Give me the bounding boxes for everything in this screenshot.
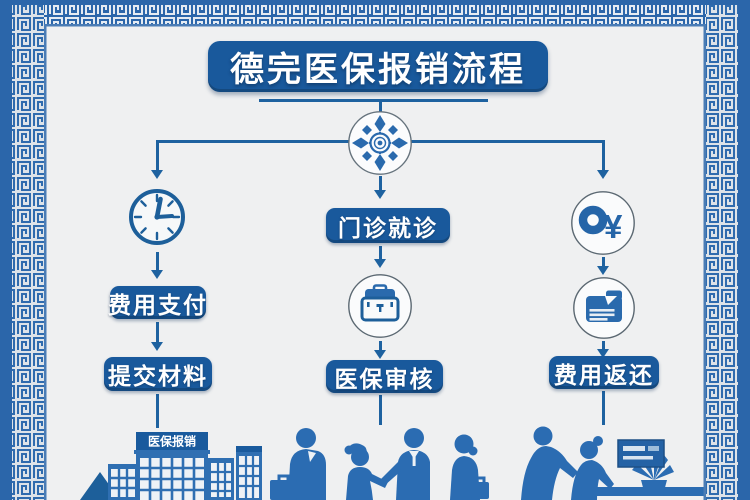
step-label: 门诊就诊 <box>338 214 438 241</box>
left-arrow1-line <box>156 252 159 270</box>
middle-arrow2-head <box>374 350 386 359</box>
middle-branch-arrowhead <box>374 190 386 199</box>
right-arrow2-line <box>602 341 605 349</box>
left-arrow1-head <box>151 270 163 279</box>
left-branch-line <box>156 140 159 170</box>
insurance-building-illustration: 医保报销 <box>80 428 265 500</box>
step-label: 费用支付 <box>108 291 208 318</box>
stem-to-medallion <box>379 99 382 112</box>
right-branch-arrowhead <box>597 170 609 179</box>
right-branch-line <box>602 140 605 170</box>
left-arrow2-head <box>151 342 163 351</box>
page-title: 德完医保报销流程 <box>230 51 526 89</box>
building-sign: 医保报销 <box>148 434 196 449</box>
yuan-symbol: ¥ <box>604 208 623 245</box>
title-banner: 德完医保报销流程 <box>208 41 548 92</box>
step-label: 费用返还 <box>554 361 654 388</box>
step-box-outpatient-visit: 门诊就诊 <box>326 208 450 243</box>
step-box-fee-payment: 费用支付 <box>108 286 208 319</box>
right-line-to-counter <box>602 391 605 425</box>
patients-group-illustration <box>268 424 492 500</box>
banner-underline <box>259 99 488 102</box>
left-arrow2-line <box>156 322 159 342</box>
middle-arrow2-line <box>379 341 382 350</box>
service-counter-illustration <box>515 420 710 500</box>
step-box-insurance-review: 医保审核 <box>326 360 443 393</box>
right-arrow1-head <box>597 266 609 275</box>
middle-line-to-people <box>379 395 382 425</box>
coin-yuan-icon: ¥ <box>570 190 636 261</box>
step-box-submit-materials: 提交材料 <box>104 357 212 391</box>
clock-icon <box>126 186 188 253</box>
right-arrow2-head <box>597 349 609 358</box>
wallet-icon <box>572 276 636 345</box>
step-box-fee-refund: 费用返还 <box>549 356 659 389</box>
right-arrow1-line <box>602 257 605 266</box>
middle-arrow1-head <box>374 259 386 268</box>
snowflake-medallion-icon <box>347 110 413 181</box>
step-label: 医保审核 <box>334 365 435 392</box>
middle-arrow1-line <box>379 246 382 259</box>
left-branch-arrowhead <box>151 170 163 179</box>
medical-kit-icon <box>347 273 413 344</box>
step-label: 提交材料 <box>108 363 208 389</box>
middle-branch-line <box>379 176 382 190</box>
left-line-to-building <box>156 394 159 428</box>
